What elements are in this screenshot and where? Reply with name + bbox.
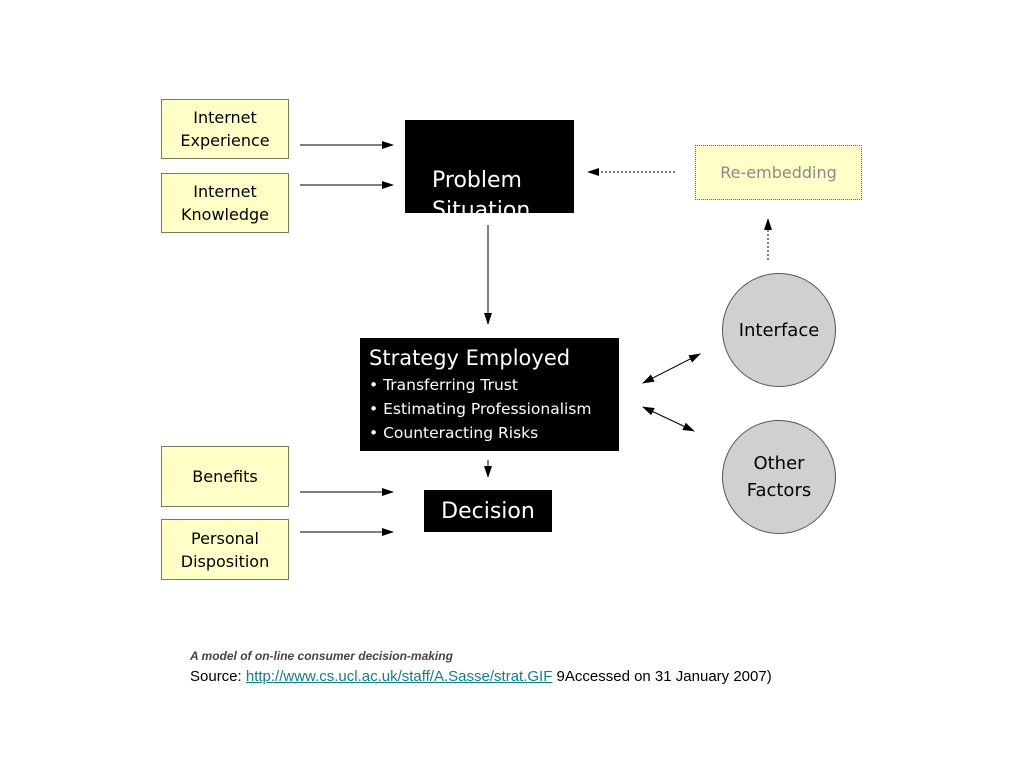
internet-knowledge-box: Internet Knowledge: [161, 173, 289, 233]
other-factors-node: Other Factors: [722, 420, 836, 534]
source-line: Source: http://www.cs.ucl.ac.uk/staff/A.…: [190, 668, 772, 685]
strategy-item: • Estimating Professionalism: [369, 400, 592, 418]
source-suffix: 9Accessed on 31 January 2007): [552, 668, 772, 685]
figure-caption: A model of on-line consumer decision-mak…: [190, 649, 453, 663]
internet-experience-box: Internet Experience: [161, 99, 289, 159]
interface-label: Interface: [738, 319, 820, 341]
re-embedding-node: Re-embedding: [695, 145, 862, 200]
internet-knowledge-label: Internet Knowledge: [181, 182, 269, 224]
arrow-strategy-interface: [642, 353, 701, 384]
decision-label: Decision: [441, 498, 535, 524]
other-factors-label: Other Factors: [746, 453, 812, 501]
strategy-title: Strategy Employed: [369, 346, 571, 370]
re-embedding-label: Re-embedding: [720, 163, 837, 182]
strategy-employed-node: Strategy Employed • Transferring Trust •…: [360, 338, 619, 451]
benefits-label: Benefits: [192, 467, 258, 486]
internet-experience-label: Internet Experience: [180, 108, 270, 150]
decision-node: Decision: [424, 490, 552, 532]
arrow-strategy-other-factors: [642, 406, 695, 432]
personal-disposition-box: Personal Disposition: [161, 519, 289, 580]
strategy-item: • Transferring Trust: [369, 376, 518, 394]
interface-node: Interface: [722, 273, 836, 387]
problem-situation-node: Problem Situation: [405, 120, 574, 223]
benefits-box: Benefits: [161, 446, 289, 507]
problem-situation-label: Problem Situation: [432, 168, 531, 223]
source-link[interactable]: http://www.cs.ucl.ac.uk/staff/A.Sasse/st…: [245, 668, 553, 685]
personal-disposition-label: Personal Disposition: [180, 528, 270, 571]
source-prefix: Source:: [190, 668, 246, 685]
strategy-item: • Counteracting Risks: [369, 424, 539, 442]
